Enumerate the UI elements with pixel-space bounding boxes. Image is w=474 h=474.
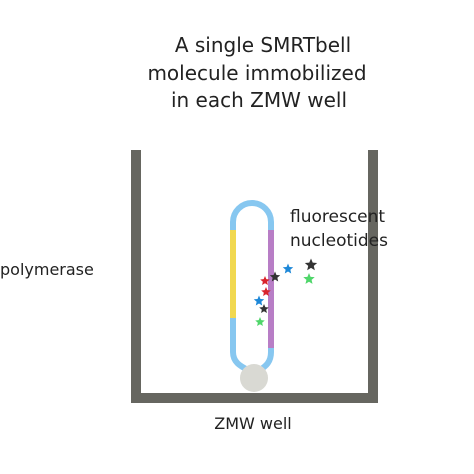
zmw-well-wall (131, 150, 378, 403)
polymerase-label: polymerase (0, 260, 94, 279)
nucleotide-star-black (269, 271, 281, 282)
title-line-1: A single SMRTbell (175, 33, 351, 57)
nucleotide-star-blue (282, 263, 294, 274)
polymerase-blob (240, 364, 268, 392)
zmw-well-label: ZMW well (214, 414, 292, 433)
nucleotide-star-black (259, 304, 269, 314)
smrtbell-molecule (230, 200, 274, 373)
title: A single SMRTbell molecule immobilized i… (147, 33, 366, 112)
nucleotide-star-green (303, 273, 315, 284)
title-line-3: in each ZMW well (171, 88, 347, 112)
fluorescent-label-line-2: nucleotides (290, 231, 388, 251)
title-line-2: molecule immobilized (147, 61, 366, 85)
fluorescent-nucleotides (253, 258, 318, 327)
hairpin-bottom-left (230, 318, 250, 373)
hairpin-top (230, 200, 274, 230)
nucleotide-star-black (304, 258, 318, 271)
nucleotide-star-red (261, 287, 271, 297)
nucleotide-star-red (260, 276, 270, 286)
nucleotide-star-green (255, 317, 265, 327)
fluorescent-label-line-1: fluorescent (290, 207, 385, 227)
nucleotide-star-blue (253, 295, 265, 306)
